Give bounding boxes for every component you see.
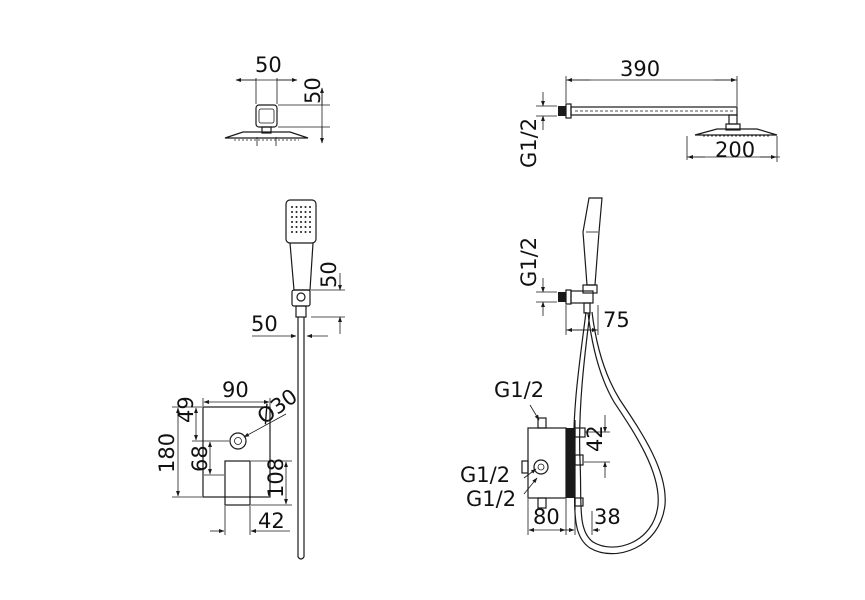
dim-valve-diameter: Ø30 <box>253 384 302 429</box>
dim-hand-depth: 75 <box>603 308 630 332</box>
dim-head-width: 50 <box>255 53 282 77</box>
dim-valve-width: 90 <box>222 378 249 402</box>
dim-valve-mid: 68 <box>188 445 212 472</box>
dim-body-thread-bot: G1/2 <box>466 487 516 511</box>
dim-body-thread-top: G1/2 <box>494 378 544 402</box>
dim-arm-length: 390 <box>620 57 660 81</box>
dim-body-depth: 42 <box>583 425 607 452</box>
dim-head-size: 200 <box>715 138 755 162</box>
valve-body-side-view <box>521 311 666 555</box>
hand-shower-front-view <box>252 199 345 560</box>
dim-valve-bottom-width: 42 <box>258 509 285 533</box>
dim-body-offset: 38 <box>594 505 621 529</box>
dim-arm-thread: G1/2 <box>517 118 541 168</box>
dim-valve-top: 49 <box>174 396 198 423</box>
dim-body-thread-mid: G1/2 <box>460 463 510 487</box>
dim-valve-lower: 108 <box>264 458 288 498</box>
shower-arm-side-view <box>536 76 780 162</box>
dim-valve-height: 180 <box>155 433 179 473</box>
dim-body-width: 80 <box>533 505 560 529</box>
hand-shower-side-view <box>536 197 603 335</box>
valve-plate-front-view <box>172 398 292 535</box>
shower-head-front-view <box>224 78 330 146</box>
dim-hand-width: 50 <box>251 312 278 336</box>
dim-head-height: 50 <box>301 77 325 104</box>
dim-hand-height: 50 <box>317 261 341 288</box>
dim-hand-thread: G1/2 <box>517 237 541 287</box>
